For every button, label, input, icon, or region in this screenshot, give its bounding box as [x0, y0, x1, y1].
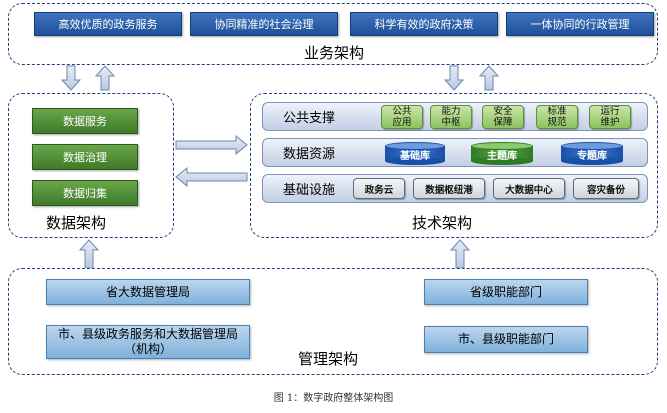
management-architecture-title: 管理架构 [298, 350, 359, 368]
business-item-administrative-management[interactable]: 一体协同的行政管理 [506, 12, 654, 36]
arrow-business-to-tech [443, 65, 465, 91]
support-operations[interactable]: 运行 维护 [589, 105, 631, 129]
data-resource-label: 数据资源 [283, 147, 336, 162]
support-security[interactable]: 安全 保障 [482, 105, 524, 129]
support-capability-hub[interactable]: 能力 中枢 [430, 105, 472, 129]
arrow-tech-to-business [478, 65, 500, 91]
special-database-label: 专题库 [577, 151, 607, 162]
city-county-functional-departments[interactable]: 市、县级职能部门 [424, 326, 588, 353]
infra-big-data-center[interactable]: 大数据中心 [493, 178, 565, 199]
support-public-app[interactable]: 公共 应用 [381, 105, 423, 129]
data-architecture-title: 数据架构 [46, 214, 107, 232]
arrow-data-to-tech [175, 134, 248, 156]
provincial-functional-departments[interactable]: 省级职能部门 [424, 279, 588, 305]
business-architecture-title: 业务架构 [304, 44, 365, 62]
infrastructure-label: 基础设施 [283, 183, 336, 198]
city-county-service-bureau[interactable]: 市、县级政务服务和大数据管理局（机构） [46, 325, 250, 359]
infra-disaster-backup[interactable]: 容灾备份 [573, 178, 639, 199]
arrow-management-to-data [78, 239, 100, 269]
support-operations-label: 运行 维护 [600, 106, 620, 128]
arrow-data-to-business [94, 65, 116, 91]
data-item-service[interactable]: 数据服务 [32, 108, 138, 134]
special-database-icon[interactable]: 专题库 [561, 142, 623, 165]
provincial-big-data-bureau[interactable]: 省大数据管理局 [46, 279, 250, 305]
data-item-collection[interactable]: 数据归集 [32, 180, 138, 206]
public-support-label: 公共支撑 [283, 111, 336, 126]
support-standards-label: 标准 规范 [547, 106, 567, 128]
technology-architecture-title: 技术架构 [412, 214, 473, 232]
theme-database-label: 主题库 [487, 151, 517, 162]
infrastructure-band: 基础设施 政务云 数据枢纽港 大数据中心 容灾备份 [262, 174, 648, 203]
basic-database-label: 基础库 [400, 151, 430, 162]
figure-caption: 图 1：数字政府整体架构图 [273, 393, 394, 404]
basic-database-icon[interactable]: 基础库 [385, 142, 445, 165]
arrow-management-to-tech [449, 239, 471, 269]
support-capability-hub-label: 能力 中枢 [441, 106, 461, 128]
support-public-app-label: 公共 应用 [392, 106, 412, 128]
support-standards[interactable]: 标准 规范 [536, 105, 578, 129]
business-item-government-decision[interactable]: 科学有效的政府决策 [350, 12, 498, 36]
infra-government-cloud[interactable]: 政务云 [353, 178, 405, 199]
data-resource-band: 数据资源 基础库 主题库 专题库 [262, 138, 648, 167]
theme-database-icon[interactable]: 主题库 [471, 142, 533, 165]
arrow-tech-to-data [175, 166, 248, 188]
infra-data-hub-port[interactable]: 数据枢纽港 [413, 178, 485, 199]
arrow-business-to-data [60, 65, 82, 91]
business-item-social-governance[interactable]: 协同精准的社会治理 [190, 12, 338, 36]
public-support-band: 公共支撑 公共 应用 能力 中枢 安全 保障 标准 规范 运行 维护 [262, 102, 648, 131]
support-security-label: 安全 保障 [493, 106, 513, 128]
data-item-governance[interactable]: 数据治理 [32, 144, 138, 170]
business-item-government-service[interactable]: 高效优质的政务服务 [34, 12, 182, 36]
